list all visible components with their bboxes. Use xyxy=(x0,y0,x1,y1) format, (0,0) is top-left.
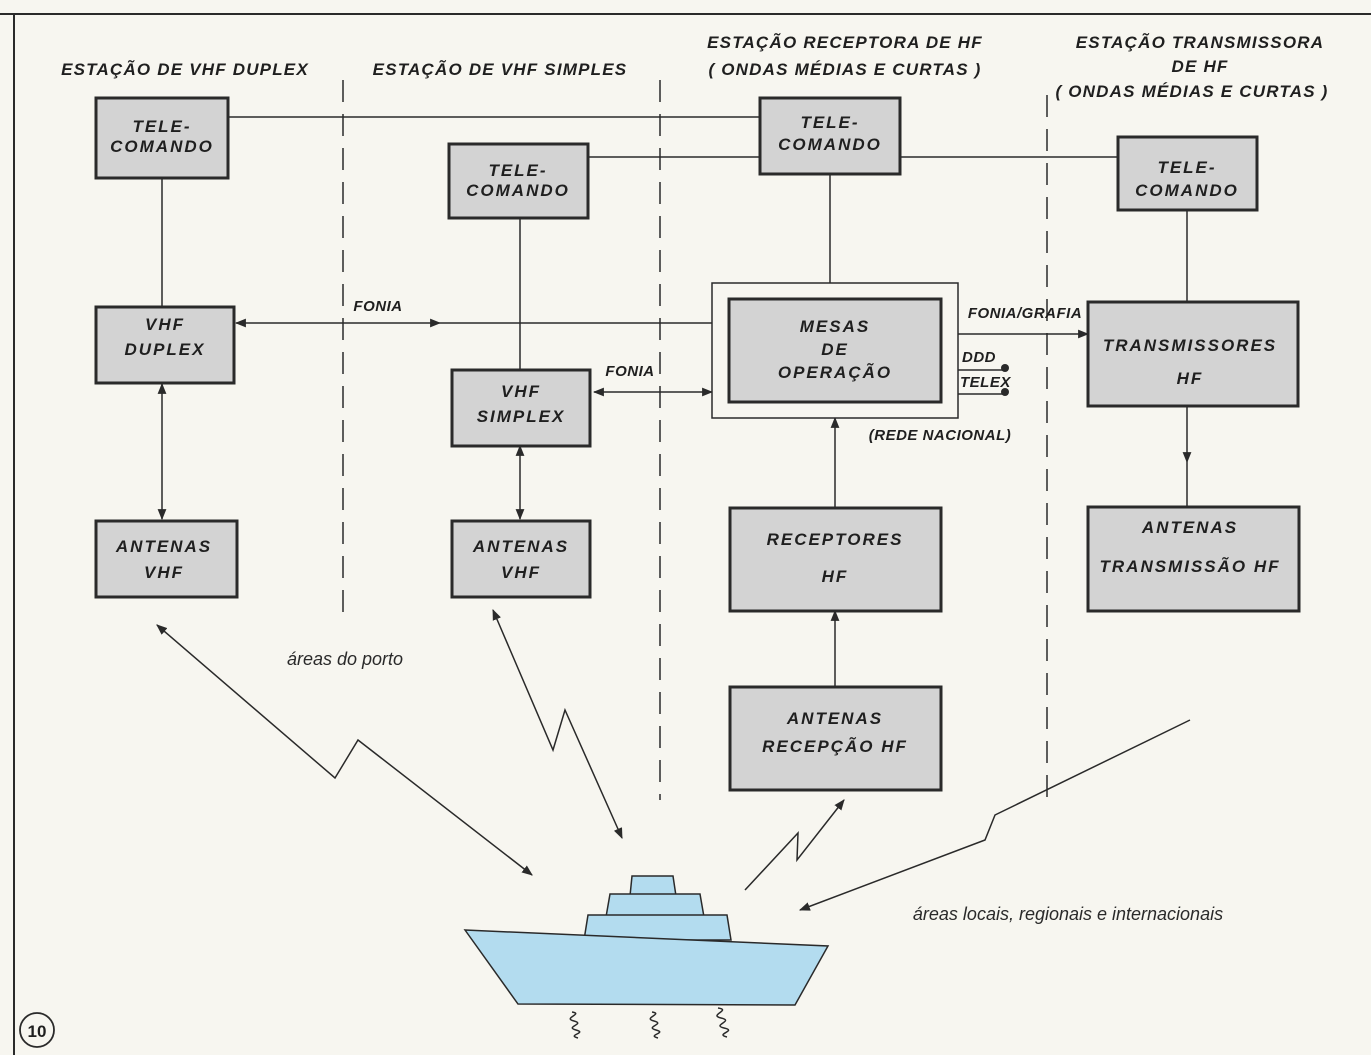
svg-text:COMANDO: COMANDO xyxy=(1135,181,1239,200)
svg-text:HF: HF xyxy=(1177,369,1204,388)
areas-porto-label: áreas do porto xyxy=(287,649,403,669)
radio-link-simplex xyxy=(492,608,623,840)
header-vhf-duplex: ESTAÇÃO DE VHF DUPLEX xyxy=(61,59,309,79)
svg-text:TELE-: TELE- xyxy=(800,113,859,132)
svg-text:TRANSMISSORES: TRANSMISSORES xyxy=(1103,336,1277,355)
mesas-operacao-box: MESAS DE OPERAÇÃO xyxy=(711,282,959,419)
header-hf-transmissora-2: DE HF xyxy=(1172,57,1229,76)
svg-text:ANTENAS: ANTENAS xyxy=(115,537,212,556)
svg-text:DUPLEX: DUPLEX xyxy=(125,340,206,359)
radio-link-duplex xyxy=(156,624,533,876)
svg-text:VHF: VHF xyxy=(501,563,541,582)
svg-text:COMANDO: COMANDO xyxy=(778,135,882,154)
svg-text:ANTENAS: ANTENAS xyxy=(472,537,569,556)
svg-text:RECEPTORES: RECEPTORES xyxy=(767,530,904,549)
header-hf-transmissora-1: ESTAÇÃO TRANSMISSORA xyxy=(1076,32,1324,52)
svg-text:TRANSMISSÃO HF: TRANSMISSÃO HF xyxy=(1100,556,1281,576)
svg-text:DE: DE xyxy=(821,340,849,359)
ddd-terminal xyxy=(1001,364,1009,372)
areas-locais-label: áreas locais, regionais e internacionais xyxy=(913,904,1223,924)
figure-number-badge: 10 xyxy=(19,1012,55,1048)
radio-link-transmissao xyxy=(798,719,1191,911)
svg-text:COMANDO: COMANDO xyxy=(110,137,214,156)
svg-text:MESAS: MESAS xyxy=(800,317,870,336)
telecomando-receptora-box: TELE- COMANDO xyxy=(758,96,902,176)
telex-terminal xyxy=(1001,388,1009,396)
svg-text:10: 10 xyxy=(28,1022,47,1041)
svg-text:VHF: VHF xyxy=(501,382,541,401)
svg-text:ANTENAS: ANTENAS xyxy=(1141,518,1238,537)
svg-text:HF: HF xyxy=(822,567,849,586)
header-vhf-simples: ESTAÇÃO DE VHF SIMPLES xyxy=(373,59,628,79)
telecomando-simples-box: TELE- COMANDO xyxy=(447,142,590,220)
svg-text:TELE-: TELE- xyxy=(1157,158,1216,177)
fonia-label-2: FONIA xyxy=(605,363,654,380)
svg-text:TELE-: TELE- xyxy=(132,117,191,136)
telecomando-duplex-box: TELE- COMANDO xyxy=(94,96,230,180)
ddd-label: DDD xyxy=(962,349,996,366)
svg-text:ANTENAS: ANTENAS xyxy=(786,709,883,728)
antenas-transmissao-hf-box: ANTENAS TRANSMISSÃO HF xyxy=(1086,505,1301,613)
svg-text:COMANDO: COMANDO xyxy=(466,181,570,200)
telex-label: TELEX xyxy=(960,374,1011,391)
svg-text:OPERAÇÃO: OPERAÇÃO xyxy=(778,362,892,382)
fonia-label-1: FONIA xyxy=(353,298,402,315)
header-hf-receptora-2: ( ONDAS MÉDIAS E CURTAS ) xyxy=(708,60,981,79)
header-hf-receptora-1: ESTAÇÃO RECEPTORA DE HF xyxy=(707,32,983,52)
svg-text:TELE-: TELE- xyxy=(488,161,547,180)
telecomando-transmissora-box: TELE- COMANDO xyxy=(1116,135,1259,212)
radio-link-recepcao xyxy=(744,799,845,891)
transmissores-hf-box: TRANSMISSORES HF xyxy=(1086,300,1300,408)
ship-illustration xyxy=(463,875,830,1039)
fonia-grafia-label: FONIA/GRAFIA xyxy=(968,305,1082,322)
antenas-recepcao-hf-box: ANTENAS RECEPÇÃO HF xyxy=(728,685,943,792)
rede-nacional-label: (REDE NACIONAL) xyxy=(869,427,1012,444)
receptores-hf-box: RECEPTORES HF xyxy=(728,506,943,613)
header-hf-transmissora-3: ( ONDAS MÉDIAS E CURTAS ) xyxy=(1055,82,1328,101)
vhf-duplex-box: VHF DUPLEX xyxy=(94,305,236,385)
antenas-vhf-duplex-box: ANTENAS VHF xyxy=(94,519,239,599)
svg-text:RECEPÇÃO HF: RECEPÇÃO HF xyxy=(762,736,908,756)
vhf-simplex-box: VHF SIMPLEX xyxy=(450,368,592,448)
svg-text:SIMPLEX: SIMPLEX xyxy=(477,407,566,426)
antenas-vhf-simplex-box: ANTENAS VHF xyxy=(450,519,592,599)
svg-text:VHF: VHF xyxy=(145,315,185,334)
svg-text:VHF: VHF xyxy=(144,563,184,582)
